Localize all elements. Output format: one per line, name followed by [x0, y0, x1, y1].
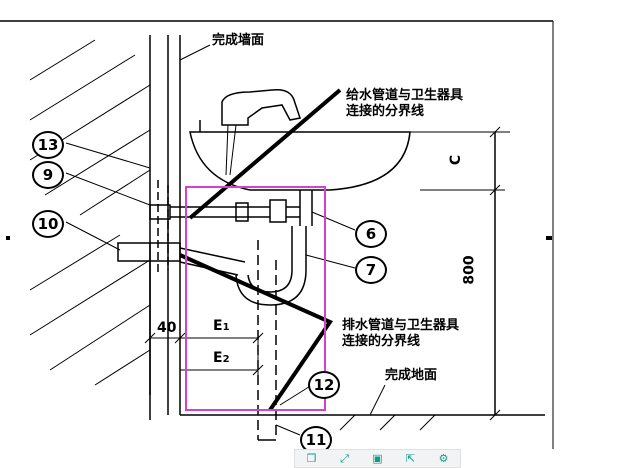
- supply-boundary-line: [188, 88, 342, 220]
- dim-e1: E1: [213, 318, 230, 334]
- wall-leader: [179, 44, 211, 61]
- frame-icon[interactable]: ▣: [372, 451, 383, 465]
- supply-pipe: [149, 190, 313, 226]
- expand-icon[interactable]: ⤢: [340, 451, 349, 465]
- callout-7: 7: [355, 256, 387, 284]
- p-trap: [247, 226, 293, 293]
- callout-13: 13: [32, 131, 64, 159]
- drain-boundary-label-2: 连接的分界线: [342, 334, 421, 349]
- supply-boundary-label-1: 给水管道与卫生器具: [346, 88, 464, 103]
- settings-icon[interactable]: ⚙: [438, 451, 449, 465]
- finished-floor-label: 完成地面: [385, 368, 438, 383]
- dim-e2: E2: [213, 350, 230, 366]
- finished-wall-label: 完成墙面: [212, 33, 265, 48]
- callout-6: 6: [355, 220, 387, 248]
- floor-hatch: [339, 414, 436, 431]
- drain-boundary-line: [179, 253, 334, 412]
- supply-boundary-label-2: 连接的分界线: [346, 104, 425, 119]
- image-toolbar: ❐ ⤢ ▣ ⇱ ⚙: [294, 449, 461, 468]
- dim-800: 800: [461, 255, 478, 285]
- drain-boundary-label-1: 排水管道与卫生器具: [342, 318, 460, 333]
- left-marker: [6, 236, 10, 240]
- right-marker: [546, 236, 552, 240]
- highlight-box: [185, 186, 326, 411]
- drain-pipe: [117, 242, 181, 420]
- share-icon[interactable]: ⇱: [405, 451, 416, 465]
- dim-40: 40: [157, 320, 177, 336]
- callout-9: 9: [32, 161, 64, 189]
- callout-10: 10: [32, 210, 64, 238]
- dim-c: C: [448, 154, 465, 166]
- callout-12: 12: [308, 371, 340, 399]
- bottom-dims: [144, 330, 264, 376]
- basin: [189, 131, 411, 191]
- copy-icon[interactable]: ❐: [306, 451, 317, 465]
- faucet: [221, 88, 301, 126]
